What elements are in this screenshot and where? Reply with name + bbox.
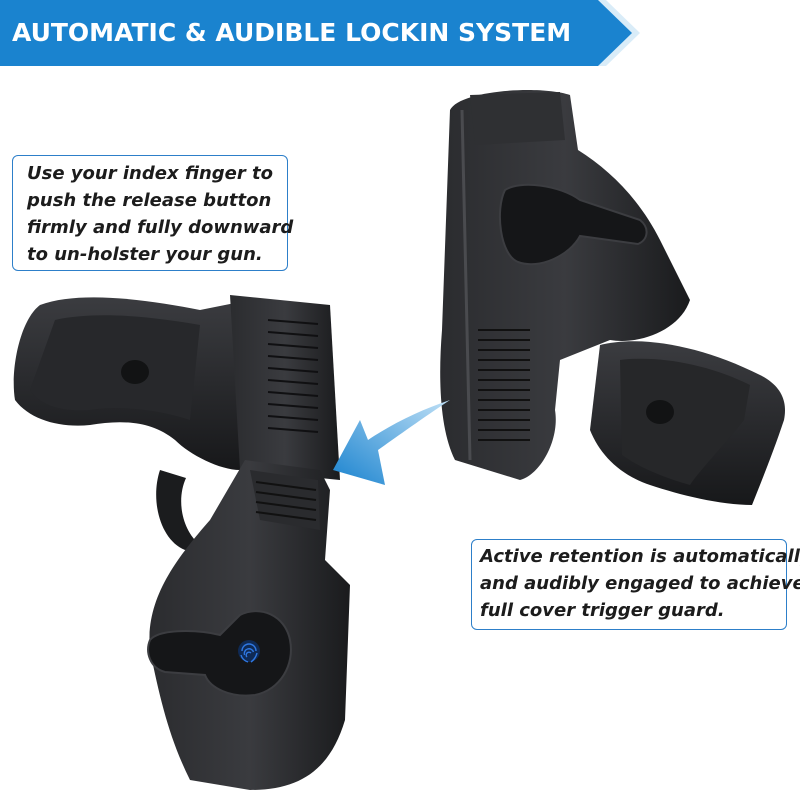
callout-line: and audibly engaged to achieve — [480, 573, 800, 594]
callout-line: Active retention is automatically — [480, 546, 800, 567]
callout-line: Use your index finger to — [27, 163, 274, 184]
header-banner: AUTOMATIC & AUDIBLE LOCKIN SYSTEM — [0, 0, 640, 66]
release-lever-right — [498, 183, 648, 266]
callout-line: firmly and fully downward — [27, 217, 294, 238]
grip-screw-left — [121, 360, 149, 384]
holstered-pistol-left — [13, 295, 350, 790]
callout-line: push the release button — [27, 190, 272, 211]
release-lever-left — [147, 610, 292, 697]
fingerprint-release-button-icon — [238, 640, 260, 663]
release-instruction-callout: Use your index finger to push the releas… — [12, 155, 294, 271]
retention-info-callout: Active retention is automatically and au… — [471, 539, 800, 630]
banner-background — [0, 0, 640, 66]
grip-screw-right — [646, 400, 674, 424]
holstered-pistol-right — [440, 90, 785, 505]
banner-title: AUTOMATIC & AUDIBLE LOCKIN SYSTEM — [12, 18, 572, 47]
callout-line: full cover trigger guard. — [480, 600, 725, 621]
callout-line: to un-holster your gun. — [27, 244, 263, 265]
curved-arrow-icon — [333, 400, 450, 485]
